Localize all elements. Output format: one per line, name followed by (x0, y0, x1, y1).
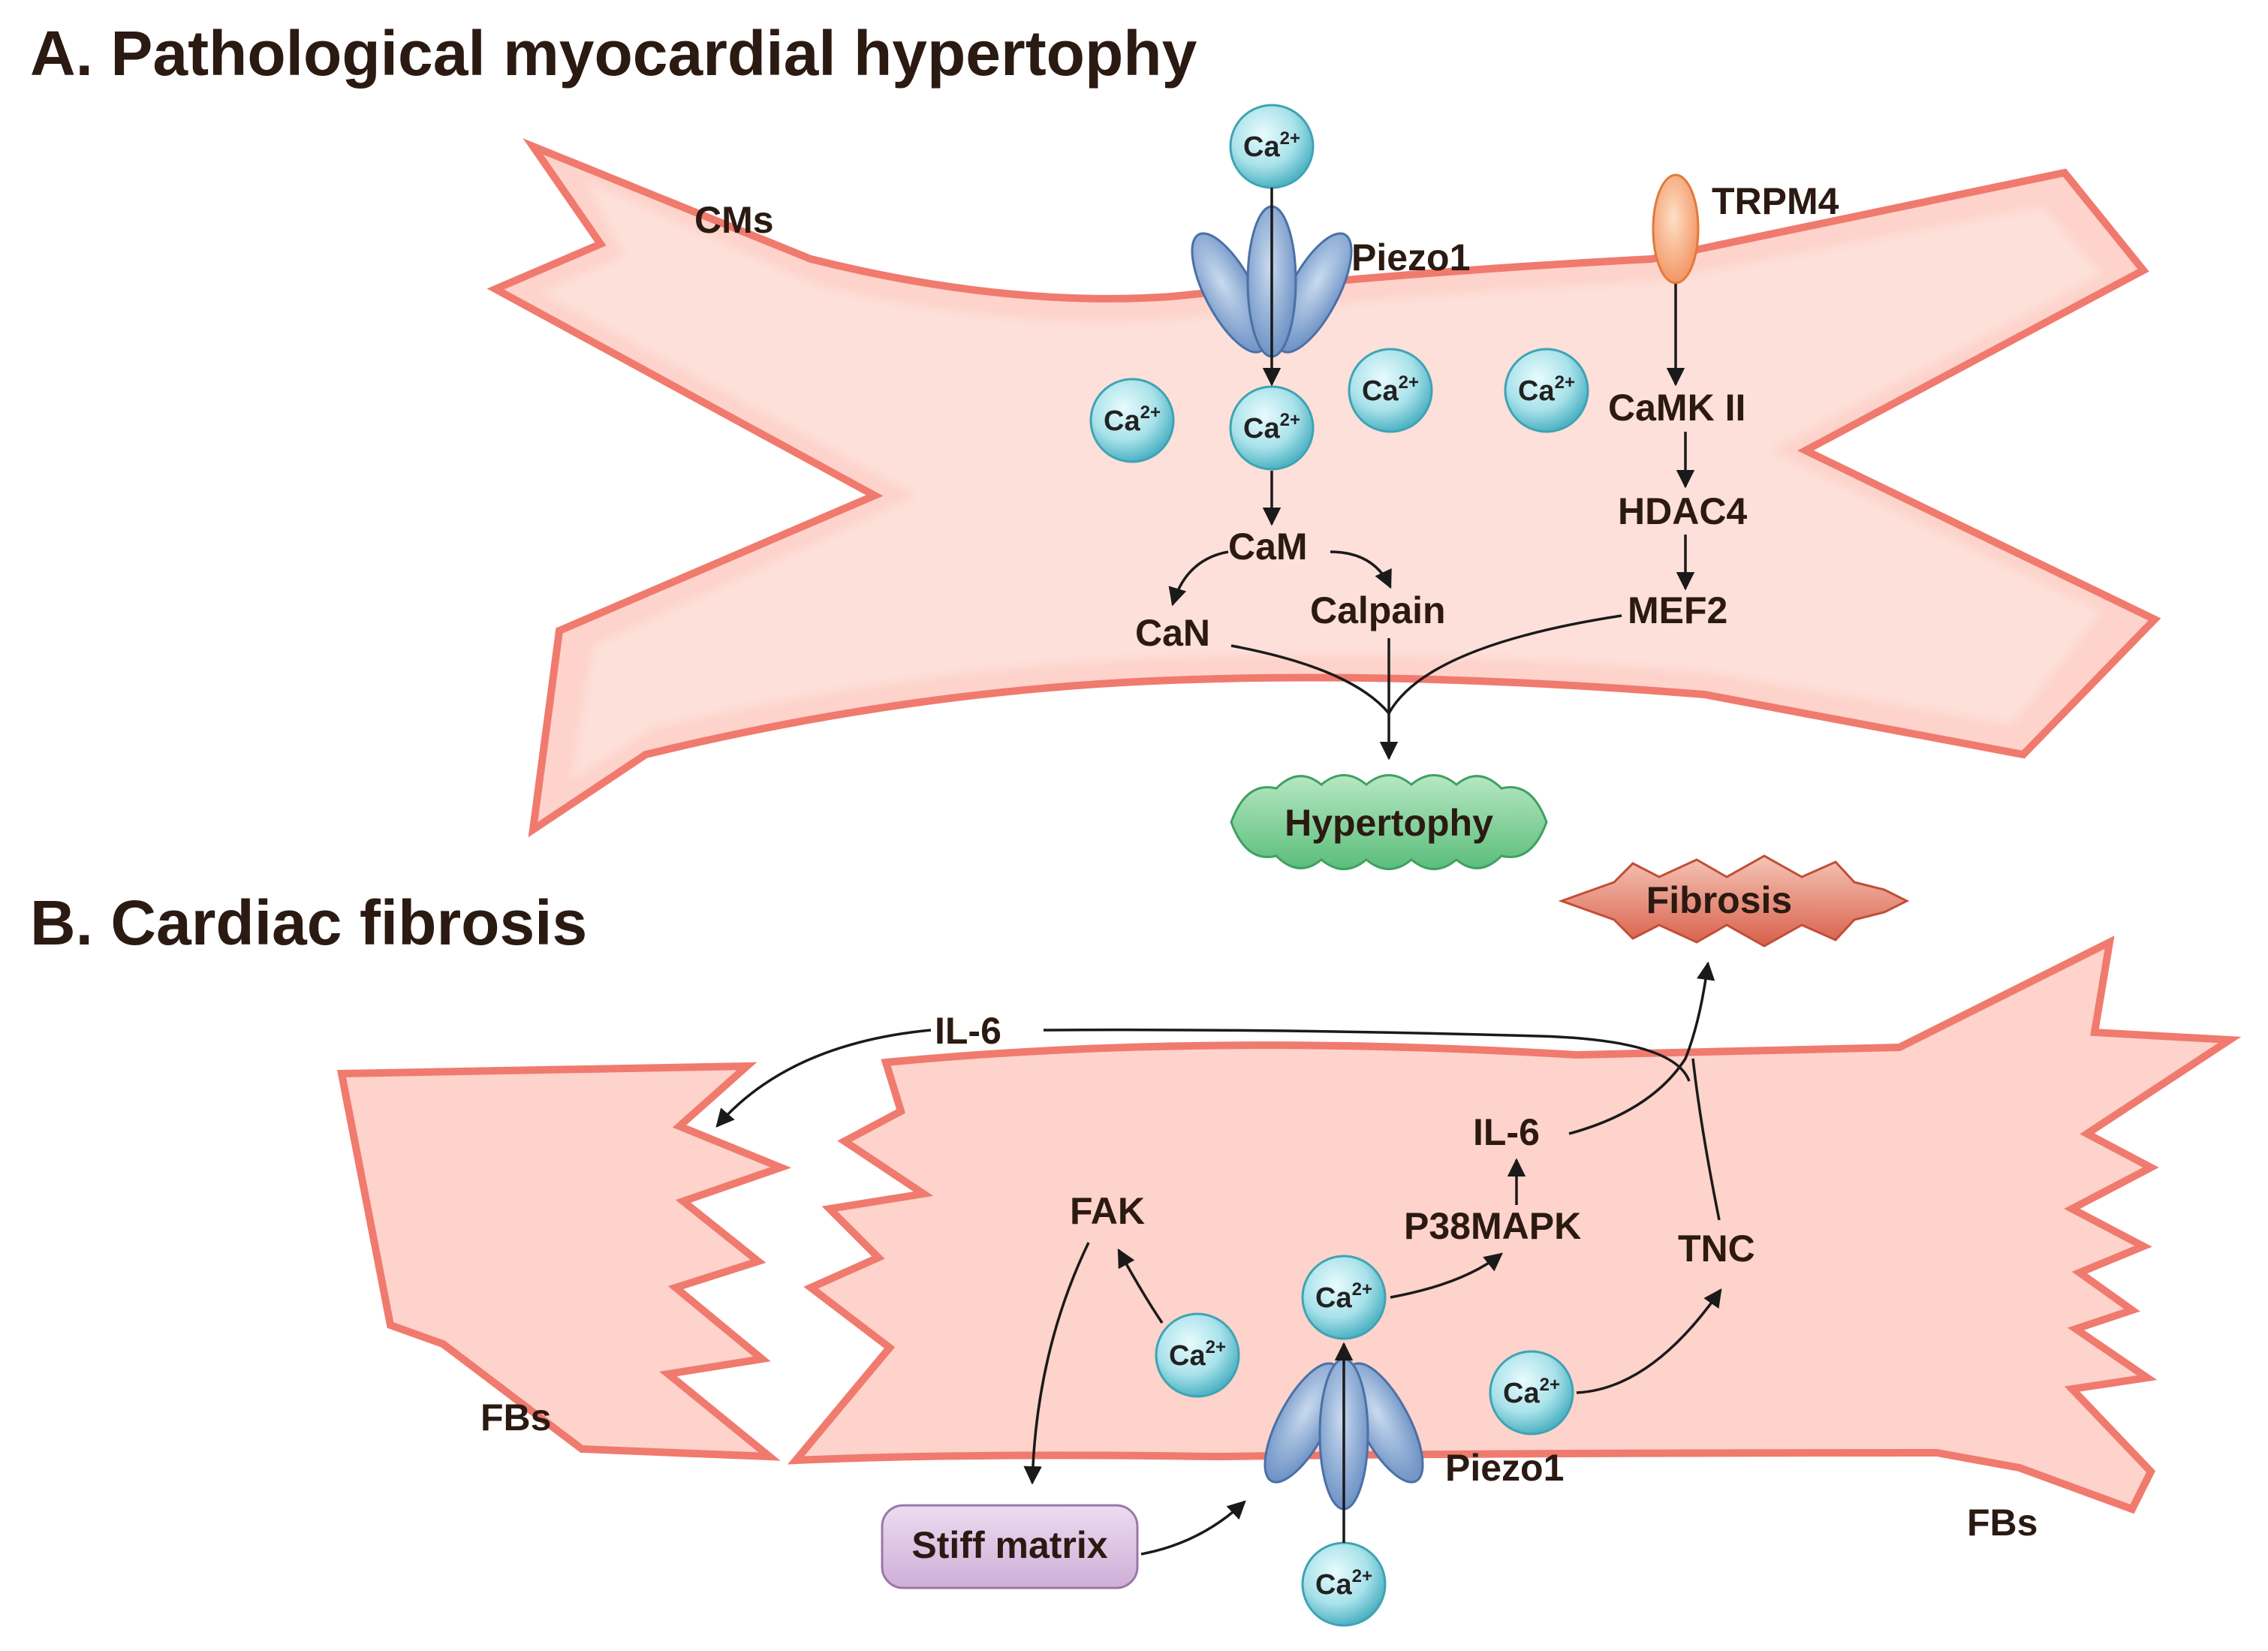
piezo1-channel-b (1264, 1357, 1424, 1511)
svg-text:Ca2+: Ca2+ (1104, 402, 1161, 437)
piezo1-label-b: Piezo1 (1445, 1447, 1564, 1489)
ca-ion-a-inside: Ca2+ (1229, 385, 1315, 471)
ca-ion-a-left: Ca2+ (1089, 378, 1175, 463)
ca-ion-a-mid: Ca2+ (1348, 348, 1433, 433)
p38mapk-label: P38MAPK (1404, 1205, 1581, 1247)
can-label: CaN (1135, 612, 1210, 654)
calpain-label: Calpain (1310, 589, 1446, 631)
ca-ion-b-right: Ca2+ (1489, 1350, 1574, 1436)
camk2-label: CaMK II (1608, 387, 1745, 429)
svg-text:Ca2+: Ca2+ (1243, 410, 1300, 444)
mef2-label: MEF2 (1628, 589, 1727, 631)
fibroblast-right (787, 935, 2242, 1514)
svg-text:Ca2+: Ca2+ (1243, 128, 1300, 163)
fbs-left-label: FBs (480, 1396, 551, 1439)
cam-label: CaM (1228, 526, 1308, 568)
cardiomyocyte-cell (486, 138, 2161, 838)
svg-text:Hypertophy: Hypertophy (1285, 802, 1493, 844)
svg-text:Ca2+: Ca2+ (1315, 1566, 1372, 1601)
ca-ion-a-top: Ca2+ (1229, 104, 1315, 189)
panel-a-title: A. Pathological myocardial hypertophy (30, 18, 1197, 89)
panel-b-title: B. Cardiac fibrosis (30, 887, 587, 958)
piezo1-label-a: Piezo1 (1351, 237, 1470, 279)
ca-ion-b-center: Ca2+ (1301, 1255, 1387, 1340)
tnc-label: TNC (1678, 1228, 1755, 1270)
svg-text:Ca2+: Ca2+ (1518, 372, 1575, 407)
fibroblast-left (336, 1062, 792, 1461)
ca-ion-b-bottom: Ca2+ (1301, 1541, 1387, 1627)
il6-label: IL-6 (1473, 1111, 1540, 1153)
ca-ion-b-left: Ca2+ (1155, 1312, 1240, 1398)
ca-ion-a-right: Ca2+ (1504, 348, 1589, 433)
svg-text:Ca2+: Ca2+ (1362, 372, 1419, 407)
trpm4-label: TRPM4 (1712, 180, 1839, 222)
fibrosis-outcome: Fibrosis (1558, 854, 1910, 948)
svg-text:Ca2+: Ca2+ (1315, 1279, 1372, 1314)
fbs-right-label: FBs (1967, 1502, 2038, 1544)
trpm4-channel (1652, 173, 1700, 285)
panel-a-arrows (1168, 188, 1695, 761)
svg-text:Ca2+: Ca2+ (1503, 1375, 1560, 1409)
fak-label: FAK (1070, 1190, 1145, 1232)
svg-text:Stiff matrix: Stiff matrix (911, 1524, 1107, 1566)
cms-label: CMs (694, 199, 774, 241)
stiff-matrix-box: Stiff matrix (881, 1504, 1139, 1589)
hdac4-label: HDAC4 (1618, 490, 1747, 532)
svg-text:Ca2+: Ca2+ (1169, 1337, 1226, 1372)
panel-b-arrows (715, 961, 1722, 1556)
il6-top-label: IL-6 (935, 1010, 1001, 1052)
svg-text:Fibrosis: Fibrosis (1646, 879, 1792, 921)
hypertrophy-outcome: Hypertophy (1230, 774, 1548, 870)
